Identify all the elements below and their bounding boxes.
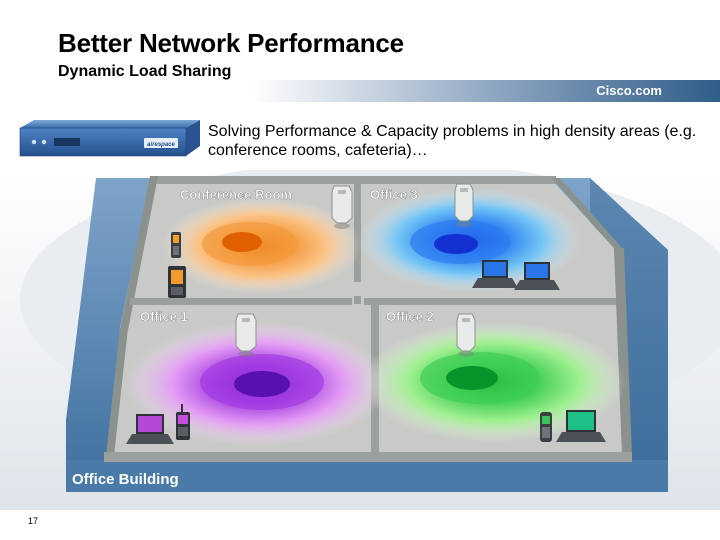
laptop-icon bbox=[126, 414, 174, 444]
device-brand-label: airespace bbox=[147, 142, 175, 148]
label-office-3: Office 3 bbox=[370, 187, 418, 202]
slide-description: Solving Performance & Capacity problems … bbox=[208, 123, 697, 159]
access-point-icon bbox=[331, 185, 353, 229]
label-conference-room: Conference Room bbox=[180, 187, 292, 202]
access-point-icon bbox=[235, 313, 257, 357]
header-band bbox=[0, 80, 720, 102]
wireless-phone-icon bbox=[176, 404, 190, 440]
phone-icon bbox=[171, 232, 181, 258]
laptop-icon bbox=[472, 260, 518, 288]
label-office-building: Office Building bbox=[72, 471, 179, 488]
label-office-2: Office 2 bbox=[386, 309, 434, 324]
access-point-icon bbox=[454, 183, 474, 227]
page-number: 17 bbox=[28, 516, 39, 526]
phone-icon bbox=[540, 412, 552, 442]
laptop-icon bbox=[556, 410, 606, 442]
slide-title: Better Network Performance bbox=[58, 28, 404, 58]
access-point-icon bbox=[456, 313, 476, 357]
cisco-brand: Cisco.com bbox=[596, 83, 662, 98]
laptop-icon bbox=[514, 262, 560, 290]
pda-icon bbox=[168, 266, 186, 298]
label-office-1: Office 1 bbox=[140, 309, 188, 324]
slide-subtitle: Dynamic Load Sharing bbox=[58, 63, 232, 80]
office-floor-plan: Conference Room Office 3 Office 1 Office… bbox=[0, 170, 720, 510]
controller-device: airespace bbox=[19, 120, 200, 157]
